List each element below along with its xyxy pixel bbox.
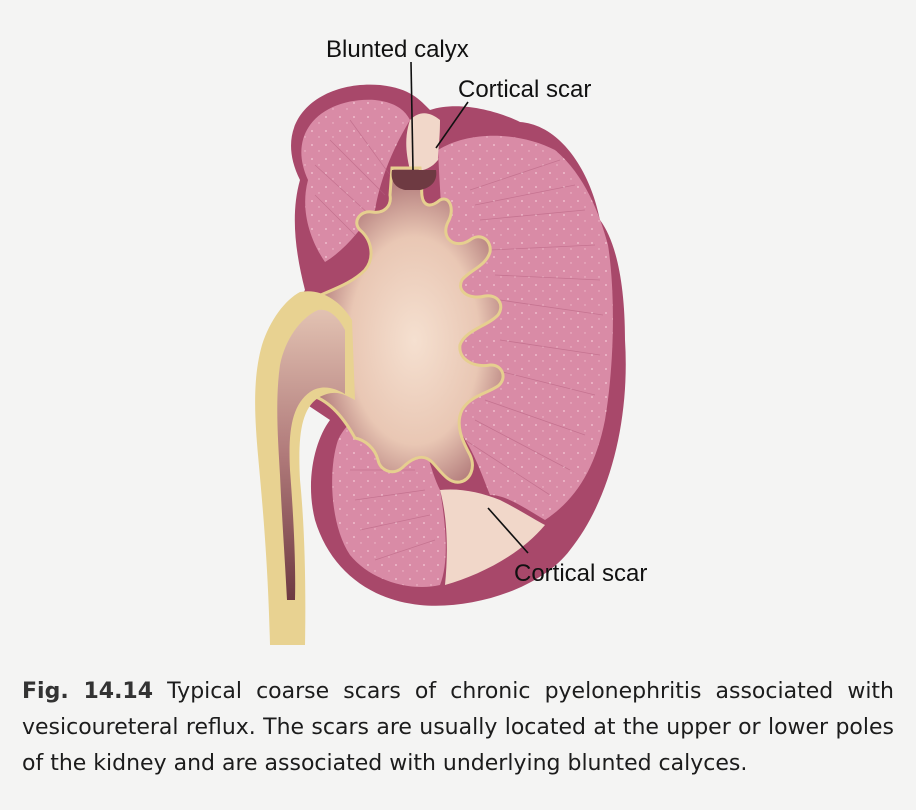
label-cortical-scar-top: Cortical scar <box>458 76 592 103</box>
leader-cortical-scar-top <box>435 101 469 149</box>
kidney-diagram <box>255 61 626 645</box>
cortical-scar-lower <box>440 489 545 585</box>
leader-blunted-calyx <box>410 61 414 171</box>
label-blunted-calyx: Blunted calyx <box>326 36 469 63</box>
blunted-calyx <box>391 170 437 190</box>
figure-number: Fig. 14.14 <box>22 679 154 704</box>
ureter-lumen <box>277 309 345 600</box>
medulla-striations <box>314 119 604 561</box>
leader-cortical-scar-bottom <box>487 507 529 554</box>
cortical-scar-upper <box>406 113 440 171</box>
cortex-upper-texture <box>301 99 410 263</box>
label-cortical-scar-bottom: Cortical scar <box>514 560 648 587</box>
caption-text: Typical coarse scars of chronic pyelonep… <box>22 679 894 776</box>
figure-caption: Fig. 14.14 Typical coarse scars of chron… <box>22 674 894 782</box>
